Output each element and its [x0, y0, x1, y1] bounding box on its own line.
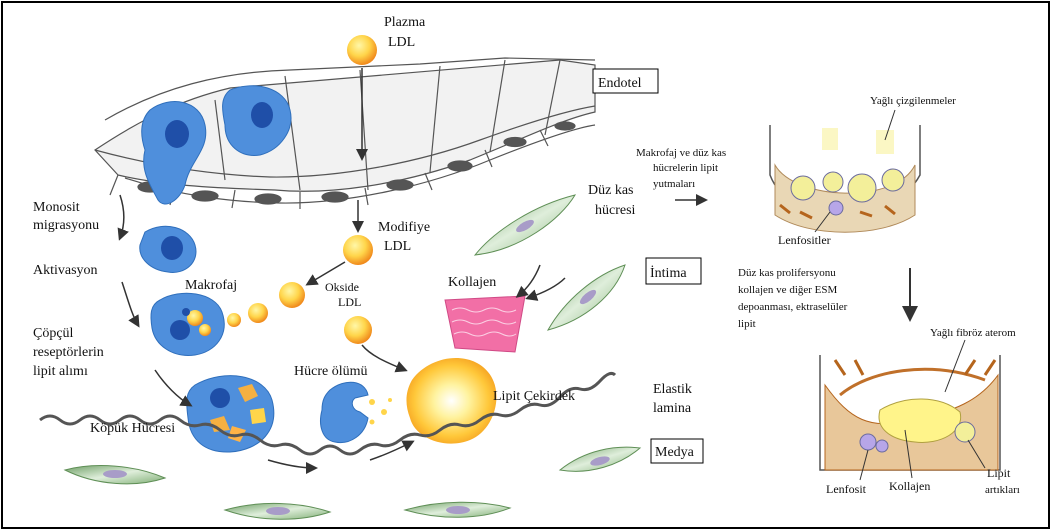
dying-cell — [321, 382, 392, 442]
label-makrofaj-duzkas-3: yutmaları — [653, 178, 695, 190]
label-proliferasyon-2: kollajen ve diğer ESM — [738, 284, 838, 296]
label-okside-2: LDL — [338, 295, 361, 309]
label-copcul-3: lipit alımı — [33, 364, 88, 379]
label-elastik-1: Elastik — [653, 382, 692, 397]
ldl-particle-2 — [248, 303, 268, 323]
label-proliferasyon-4: lipit — [738, 318, 756, 330]
label-medya: Medya — [655, 445, 695, 460]
plasma-ldl-particle — [347, 35, 377, 65]
label-makrofaj-duzkas-2: hücrelerin lipit — [653, 162, 718, 174]
collagen-patch — [445, 296, 525, 352]
label-copcul-1: Çöpçül — [33, 326, 74, 341]
oxidized-ldl-particle — [344, 316, 372, 344]
label-makrofaj: Makrofaj — [185, 278, 237, 293]
label-kopuk-hucresi: Köpük Hücresi — [90, 421, 175, 436]
label-yagli-cizgilenmeler: Yağlı çizgilenmeler — [870, 95, 956, 107]
label-lipit-cekirdek: Lipit Çekirdek — [493, 389, 575, 404]
label-proliferasyon-3: depoanması, ektraselüler — [738, 301, 848, 313]
label-lenfosit: Lenfosit — [826, 482, 867, 496]
label-lipit-artiklari-2: artıkları — [985, 484, 1020, 496]
label-intima: İntima — [650, 265, 687, 281]
label-elastik-2: lamina — [653, 401, 692, 416]
label-okside-1: Okside — [325, 280, 359, 294]
ldl-particle-1 — [279, 282, 305, 308]
modified-ldl-particle — [343, 235, 373, 265]
activated-macrophage — [151, 293, 224, 355]
label-modifiye-1: Modifiye — [378, 220, 430, 235]
ldl-particle-3 — [227, 313, 241, 327]
label-aktivasyon: Aktivasyon — [33, 263, 98, 278]
label-lipit-artiklari-1: Lipit — [987, 466, 1011, 480]
label-ldl: LDL — [388, 35, 415, 50]
label-duz-kas-2: hücresi — [595, 203, 636, 218]
label-kollajen: Kollajen — [448, 275, 496, 290]
fibrous-atheroma-section — [820, 355, 1000, 470]
label-modifiye-2: LDL — [384, 239, 411, 254]
lipid-core — [406, 358, 496, 444]
label-copcul-2: reseptörlerin — [33, 345, 104, 360]
label-hucre-olumu: Hücre ölümü — [294, 364, 367, 379]
fatty-streak-section — [770, 125, 920, 232]
label-monosit-1: Monosit — [33, 200, 80, 215]
label-yagli-fibroz-aterom: Yağlı fibröz aterom — [930, 327, 1016, 339]
label-duz-kas-1: Düz kas — [588, 183, 634, 198]
label-proliferasyon-1: Düz kas prolifersyonu — [738, 267, 836, 279]
label-plazma: Plazma — [384, 15, 426, 30]
label-endotel: Endotel — [598, 76, 642, 91]
monocyte-migrating — [140, 226, 196, 272]
label-monosit-2: migrasyonu — [33, 218, 99, 233]
label-kollajen-2: Kollajen — [889, 479, 930, 493]
label-lenfositler: Lenfositler — [778, 233, 831, 247]
label-makrofaj-duzkas-1: Makrofaj ve düz kas — [636, 147, 726, 159]
